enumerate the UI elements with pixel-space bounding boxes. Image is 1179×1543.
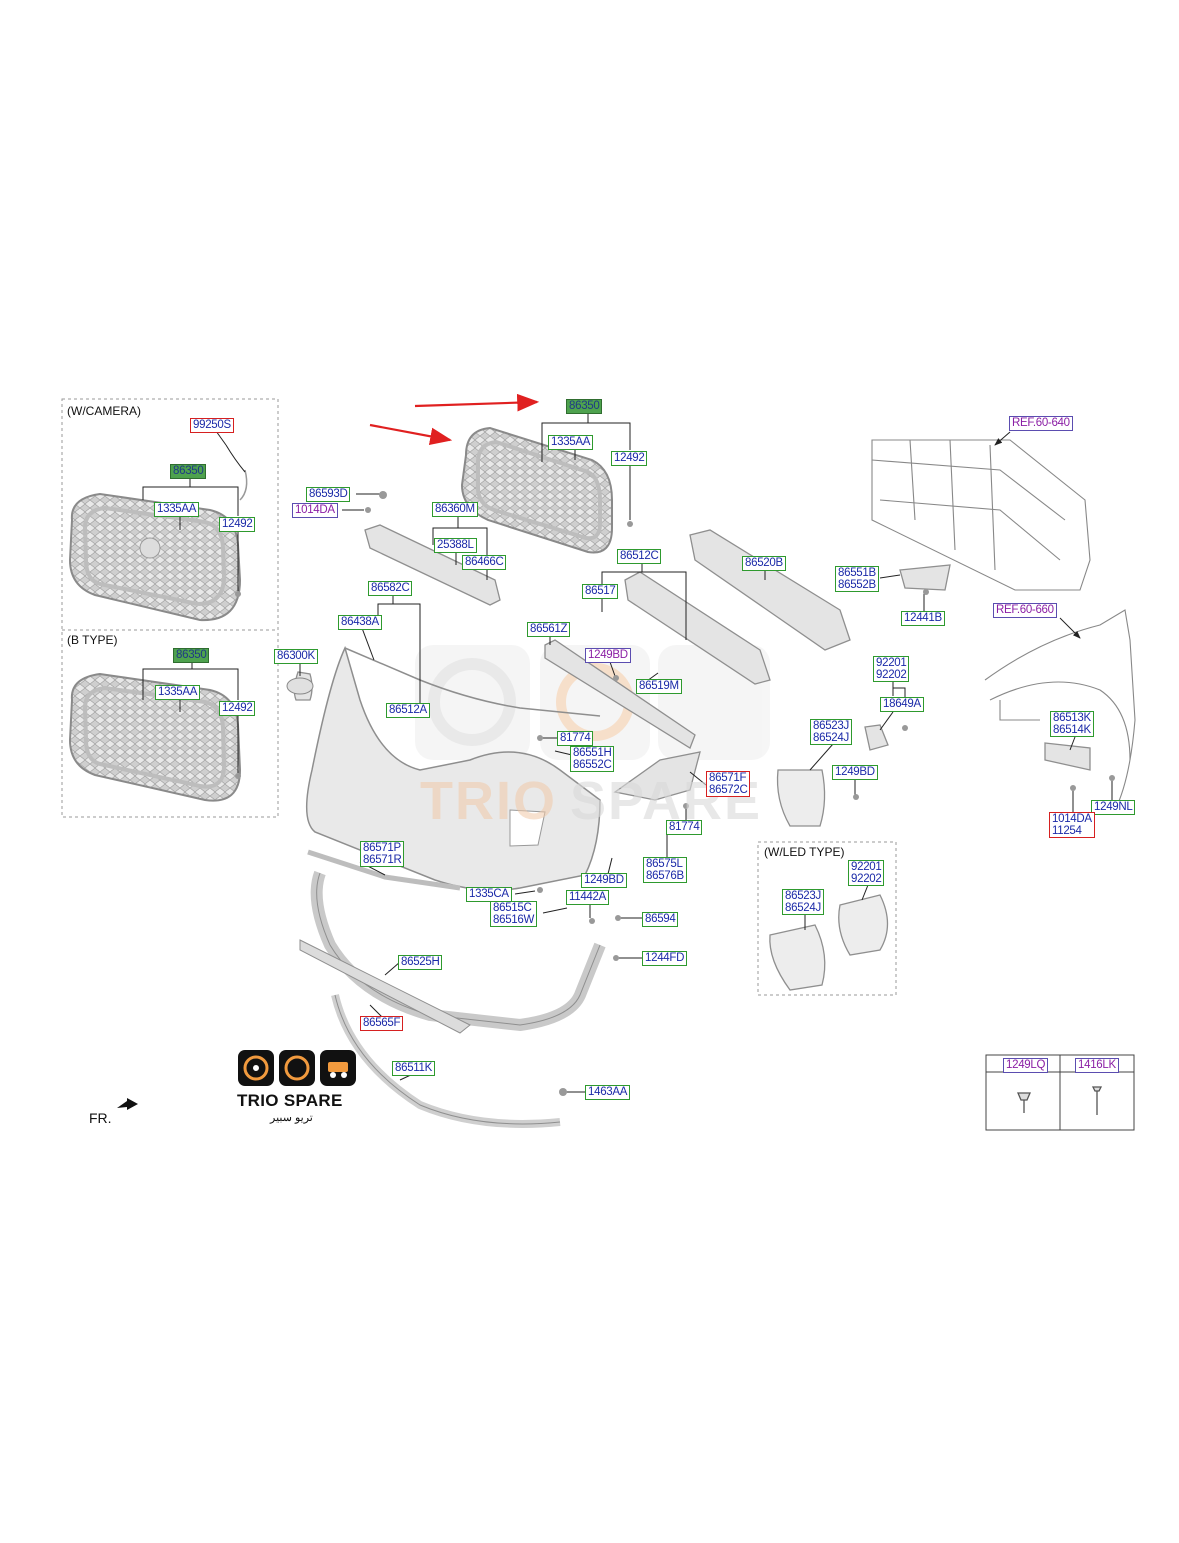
pair-line-2: 86524J [785,902,821,914]
part-label-86512A[interactable]: 86512A [386,703,430,718]
pair-line-2: 86572C [709,784,748,796]
part-label-86551B-86552B[interactable]: 86551B 86552B [835,566,879,592]
pair-line-1: 86523J [813,720,849,732]
part-label-86523J-86524J-led[interactable]: 86523J 86524J [782,889,824,915]
screw-icon [1017,1092,1031,1101]
part-label-86300K[interactable]: 86300K [274,649,318,664]
part-label-1249BD-c[interactable]: 1249BD [832,765,878,780]
part-label-1335AA-main[interactable]: 1335AA [548,435,594,450]
part-label-1249BD-b[interactable]: 1249BD [581,873,627,888]
section-led: (W/LED TYPE) [764,845,845,859]
pair-line-1: 92201 [851,861,882,873]
grille-camera-art [68,469,248,622]
part-label-86513K-86514K[interactable]: 86513K 86514K [1050,711,1094,737]
pair-line-1: 86551B [838,567,876,579]
section-camera: (W/CAMERA) [67,404,141,418]
part-label-86561Z[interactable]: 86561Z [527,622,571,637]
part-label-86360M[interactable]: 86360M [432,502,478,517]
pair-line-2: 92202 [851,873,882,885]
part-label-86512C[interactable]: 86512C [617,549,662,564]
part-label-86438A[interactable]: 86438A [338,615,382,630]
part-label-86511K[interactable]: 86511K [392,1061,435,1076]
part-label-86350-main[interactable]: 86350 [566,399,603,414]
pair-line-1: 86523J [785,890,821,902]
part-label-99250S[interactable]: 99250S [190,418,234,433]
part-label-1244FD[interactable]: 1244FD [642,951,688,966]
part-label-81774-b[interactable]: 81774 [666,820,703,835]
part-label-92201-92202-led[interactable]: 92201 92202 [848,860,885,886]
pair-line-2: 86571R [363,854,402,866]
part-label-12492-btype[interactable]: 12492 [219,701,256,716]
pair-line-2: 86576B [646,870,684,882]
brand-logo-icons [238,1050,356,1086]
part-label-81774-a[interactable]: 81774 [557,731,594,746]
part-label-86571F-86572C[interactable]: 86571F 86572C [706,771,751,797]
pair-line-2: 86552C [573,759,612,771]
pair-line-1: 86515C [493,902,532,914]
pair-line-1: 86571P [363,842,401,854]
front-direction-label: FR. [89,1110,112,1126]
pair-line-1: 92201 [876,657,907,669]
part-label-12441B[interactable]: 12441B [901,611,945,626]
part-label-86350-btype[interactable]: 86350 [173,648,210,663]
part-label-12492-main[interactable]: 12492 [611,451,648,466]
part-label-86520B[interactable]: 86520B [742,556,786,571]
part-label-86525H[interactable]: 86525H [398,955,443,970]
part-label-1249NL[interactable]: 1249NL [1091,800,1136,815]
pair-line-2: 86514K [1053,724,1091,736]
part-label-1249BD-a[interactable]: 1249BD [585,648,631,663]
part-label-1463AA[interactable]: 1463AA [585,1085,631,1100]
pair-line-2: 92202 [876,669,907,681]
part-label-86575L-86576B[interactable]: 86575L 86576B [643,857,687,883]
ref-label-60-640[interactable]: REF.60-640 [1009,416,1073,431]
front-arrow-icon [117,1098,138,1110]
part-label-86551H-86552C[interactable]: 86551H 86552C [570,746,615,772]
part-label-11442A[interactable]: 11442A [566,890,609,905]
part-label-86519M[interactable]: 86519M [636,679,682,694]
part-label-86523J-86524J[interactable]: 86523J 86524J [810,719,852,745]
pair-line-1: 86551H [573,747,612,759]
pair-line-2: 86524J [813,732,849,744]
part-label-86582C[interactable]: 86582C [368,581,413,596]
grille-btype-art [68,672,242,802]
part-label-86466C[interactable]: 86466C [462,555,507,570]
pair-line-2: 86516W [493,914,535,926]
part-label-86515C-86516W[interactable]: 86515C 86516W [490,901,538,927]
part-label-12492-camera[interactable]: 12492 [219,517,256,532]
pair-line-2: 86552B [838,579,876,591]
brand-arabic: تريو سبير [270,1112,313,1124]
part-label-18649A[interactable]: 18649A [880,697,924,712]
pair-line-1: 1014DA [1052,813,1092,825]
ref-60-640-art [871,439,1091,591]
part-label-86571P-86571R[interactable]: 86571P 86571R [360,841,405,867]
pair-line-1: 86571F [709,772,747,784]
part-label-86593D[interactable]: 86593D [306,487,351,502]
pair-line-1: 86575L [646,858,683,870]
part-label-92201-92202[interactable]: 92201 92202 [873,656,910,682]
pair-line-2: 11254 [1052,825,1082,837]
part-label-1335AA-camera[interactable]: 1335AA [154,502,200,517]
part-label-1335CA[interactable]: 1335CA [466,887,512,902]
part-label-86350-camera[interactable]: 86350 [170,464,207,479]
part-label-86565F[interactable]: 86565F [360,1016,404,1031]
part-label-1335AA-btype[interactable]: 1335AA [155,685,201,700]
clip-icon [1091,1086,1103,1092]
legend-header-1416LK[interactable]: 1416LK [1075,1058,1119,1073]
part-label-86517[interactable]: 86517 [582,584,619,599]
section-btype: (B TYPE) [67,633,118,647]
pair-line-1: 86513K [1053,712,1091,724]
legend-header-1249LQ[interactable]: 1249LQ [1003,1058,1049,1073]
watermark-trio: TRIO [420,771,557,831]
part-label-1014DA-top[interactable]: 1014DA [292,503,338,518]
ref-60-660-art [984,609,1136,811]
part-label-86594[interactable]: 86594 [642,912,679,927]
part-label-1014DA-11254[interactable]: 1014DA 11254 [1049,812,1095,838]
brand-name: TRIO SPARE [237,1091,343,1110]
ref-label-60-660[interactable]: REF.60-660 [993,603,1057,618]
part-label-25388L[interactable]: 25388L [434,538,477,553]
